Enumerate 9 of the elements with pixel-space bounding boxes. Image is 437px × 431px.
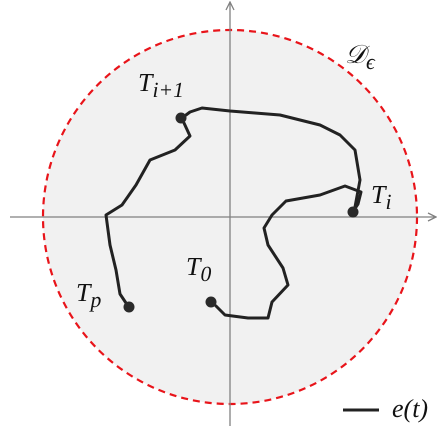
point-label: T$_{p}$ bbox=[76, 278, 102, 314]
point-label: T$_{0}$ bbox=[186, 252, 212, 288]
trajectory-path bbox=[184, 106, 362, 208]
point-label: T$_{i+1}$ bbox=[138, 68, 184, 104]
region-label: 𝒟$_{ϵ}$ bbox=[345, 40, 375, 76]
trajectory-path bbox=[214, 184, 362, 320]
legend-label: e(t) bbox=[392, 394, 428, 424]
point-label: T$_{i}$ bbox=[371, 180, 392, 216]
trajectory-path bbox=[104, 122, 192, 304]
